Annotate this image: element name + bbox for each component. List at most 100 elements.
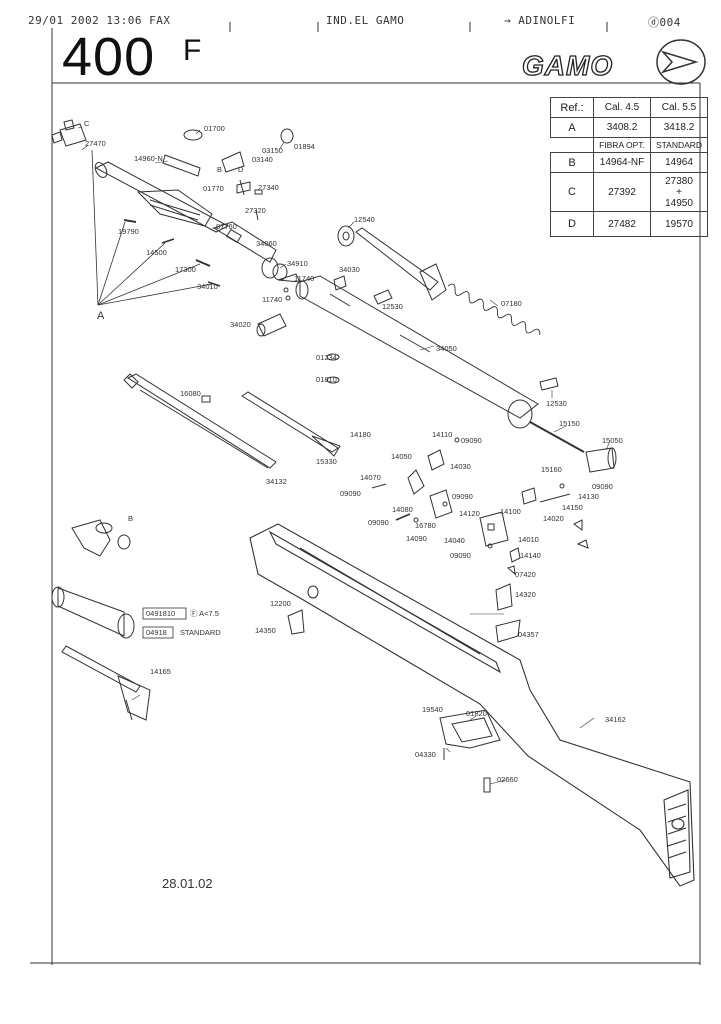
fax-page-number: ⓓ004 — [648, 16, 681, 29]
row-a-ref: A — [550, 117, 594, 138]
cocking-lever — [123, 373, 277, 469]
variant-box-0491810 — [142, 607, 187, 620]
part-label: 07420 — [515, 570, 536, 579]
part-label: 14100 — [500, 507, 521, 516]
row-d-fibra: 27482 — [593, 211, 651, 237]
part-label: 14030 — [450, 462, 471, 471]
row-c-standard-2: 14950 — [665, 197, 693, 209]
part-label: 27340 — [258, 183, 279, 192]
part-label: 16080 — [180, 389, 201, 398]
row-a-cal55: 3418.2 — [650, 117, 708, 138]
rear-sight-assembly — [162, 128, 294, 221]
part-label: 14020 — [543, 514, 564, 523]
part-label: 12200 — [270, 599, 291, 608]
spring-guide — [373, 289, 559, 391]
row-b-standard: 14964 — [650, 152, 708, 173]
rear-sight-b — [71, 519, 131, 557]
trigger-guard — [439, 709, 501, 793]
part-label: 27320 — [245, 206, 266, 215]
part-label: 19540 — [422, 705, 443, 714]
part-label: 14090 — [406, 534, 427, 543]
part-label: 14040 — [444, 536, 465, 545]
variant-box-04918 — [142, 626, 174, 639]
part-label: 34132 — [266, 477, 287, 486]
part-label: 03140 — [252, 155, 273, 164]
trigger-group — [371, 437, 571, 576]
part-label: 0491810 — [146, 609, 175, 618]
caliber-reference-table: Ref.: Cal. 4.5 Cal. 5.5 A 3408.2 3418.2 … — [550, 97, 708, 237]
part-label: 01234 — [316, 353, 337, 362]
leader-lines — [77, 126, 611, 785]
ref-a-lines — [91, 149, 213, 306]
fibra-header: FIBRA OPT. — [593, 137, 651, 153]
seal-rings — [326, 353, 340, 384]
part-label: Ⓕ A<7.5 — [190, 609, 219, 618]
part-label: 01810 — [316, 375, 337, 384]
gamo-logo-emblem — [656, 39, 706, 85]
part-label: B — [128, 514, 133, 523]
row-b-ref: B — [550, 152, 594, 173]
part-label: 14070 — [360, 473, 381, 482]
lever-link — [241, 391, 341, 457]
part-label: 34050 — [436, 344, 457, 353]
part-label: 01700 — [204, 124, 225, 133]
barrel — [94, 161, 230, 233]
compression-tube — [337, 225, 447, 301]
part-label: 01820 — [466, 709, 487, 718]
piston-parts — [256, 263, 347, 337]
part-label: 27470 — [85, 139, 106, 148]
part-label: 14960-N — [134, 154, 163, 163]
part-label: 34020 — [230, 320, 251, 329]
fax-recipient: → ADINOLFI — [504, 14, 576, 27]
part-label: 04330 — [415, 750, 436, 759]
gamo-logo-arrow — [660, 50, 699, 74]
scope-silencer — [51, 586, 135, 639]
rifle-stock — [249, 523, 695, 887]
part-label: 14130 — [578, 492, 599, 501]
part-label: 01770 — [203, 184, 224, 193]
row-b-fibra: 14964-NF — [593, 152, 651, 173]
part-label: 14110 — [432, 430, 452, 439]
receiver-body — [277, 273, 539, 429]
part-label: 09090 — [450, 551, 471, 560]
front-sight-assembly — [51, 119, 87, 147]
part-label: 09090 — [452, 492, 473, 501]
part-label: A — [97, 310, 105, 322]
part-label: 34910 — [287, 259, 308, 268]
part-label: 09090 — [340, 489, 361, 498]
part-label: 04918 — [146, 628, 167, 637]
part-label: 14350 — [255, 626, 276, 635]
stock-screws — [287, 583, 521, 643]
part-label: 15160 — [541, 465, 562, 474]
small-parts-left — [123, 219, 221, 287]
part-label: 15330 — [316, 457, 337, 466]
part-label: 01894 — [294, 142, 315, 151]
diagram-date: 28.01.02 — [162, 876, 213, 891]
part-label: STANDARD — [180, 628, 221, 637]
safety-parts — [573, 519, 589, 549]
gamo-logo-text: GAMO — [521, 50, 614, 81]
model-suffix: F — [183, 34, 202, 67]
row-d-standard: 19570 — [650, 211, 708, 237]
row-a-cal45: 3408.2 — [593, 117, 651, 138]
row-d-ref: D — [550, 211, 594, 237]
part-label: 15150 — [559, 419, 580, 428]
part-label: 14010 — [518, 535, 539, 544]
part-label: 14050 — [391, 452, 412, 461]
part-labels: 27470 C 01700 14960-N 03150 01894 03140 … — [84, 119, 626, 784]
part-label: 14500 — [146, 248, 167, 257]
part-label: 09090 — [368, 518, 389, 527]
cal-55-header: Cal. 5.5 — [650, 97, 708, 118]
part-label: 11740 — [262, 295, 282, 304]
part-label: 02660 — [497, 775, 518, 784]
part-label: 11740 — [294, 274, 314, 283]
blank-cell — [550, 137, 594, 153]
part-label: 14120 — [459, 509, 480, 518]
part-label: 14180 — [350, 430, 371, 439]
cal-45-header: Cal. 4.5 — [593, 97, 651, 118]
part-label: 09090 — [461, 436, 482, 445]
part-label: D — [238, 165, 244, 174]
part-label: B — [217, 165, 222, 174]
row-c-fibra: 27392 — [593, 172, 651, 212]
